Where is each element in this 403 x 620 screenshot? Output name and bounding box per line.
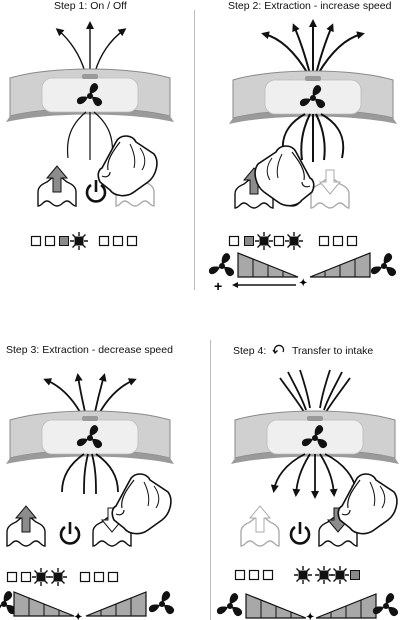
- step1-title: Step 1: On / Off: [54, 0, 127, 12]
- fan-icon-right: [148, 591, 175, 615]
- step4-title: Step 4: Transfer to intake: [233, 344, 373, 357]
- fan-icon-left: [208, 253, 235, 277]
- speed-wedge-decrease: [245, 593, 307, 619]
- step1-airflow-arrows: [55, 21, 127, 73]
- step4-airflow-lower: [270, 453, 360, 499]
- fan-icon-left: [216, 593, 243, 617]
- step4-extract-button[interactable]: [240, 505, 280, 547]
- step3-hand-icon: [111, 473, 172, 535]
- speed-wedge-decrease: [13, 591, 75, 617]
- step3-speed-scale: ✦: [0, 591, 175, 620]
- step2-led-row: [228, 231, 358, 251]
- center-dot: ✦: [299, 278, 307, 289]
- step1-led-row: [30, 231, 138, 251]
- divider-bottom: [210, 340, 211, 620]
- center-dot: ✦: [306, 612, 314, 620]
- step4-power-button[interactable]: [289, 520, 311, 545]
- divider-top: [194, 10, 195, 290]
- step3-led-row: [6, 567, 119, 587]
- step3-extract-button[interactable]: [6, 505, 46, 547]
- step3-title: Step 3: Extraction - decrease speed: [6, 344, 173, 356]
- rotate-arrow-icon: [272, 344, 285, 355]
- step3-power-button[interactable]: [59, 520, 81, 545]
- plus-label: +: [214, 278, 222, 294]
- step4-suffix: Transfer to intake: [291, 345, 374, 357]
- fan-icon-right: [370, 253, 397, 277]
- step4-label: Step 4:: [233, 345, 267, 357]
- fan-icon-right: [372, 593, 399, 617]
- step3-airflow-lower: [61, 453, 119, 495]
- speed-wedge-increase: [315, 593, 377, 619]
- step4-led-row: [234, 565, 360, 585]
- speed-wedge-increase: [85, 591, 147, 617]
- step4-hand-icon: [337, 473, 398, 535]
- step2-intake-button[interactable]: [310, 169, 350, 209]
- center-dot: ✦: [74, 612, 82, 620]
- speed-wedge-decrease: [237, 252, 299, 278]
- step4-airflow-upper: [279, 369, 351, 413]
- step1-airflow-lower: [66, 111, 114, 160]
- step1-extract-button[interactable]: [37, 165, 77, 207]
- step4-speed-scale: ✦: [216, 593, 399, 620]
- step2-speed-scale: + ✦: [208, 252, 397, 294]
- step3-airflow-arrows: [43, 373, 137, 413]
- speed-wedge-increase: [309, 252, 371, 278]
- step2-airflow-arrows: [261, 19, 365, 75]
- step2-title: Step 2: Extraction - increase speed: [228, 0, 392, 12]
